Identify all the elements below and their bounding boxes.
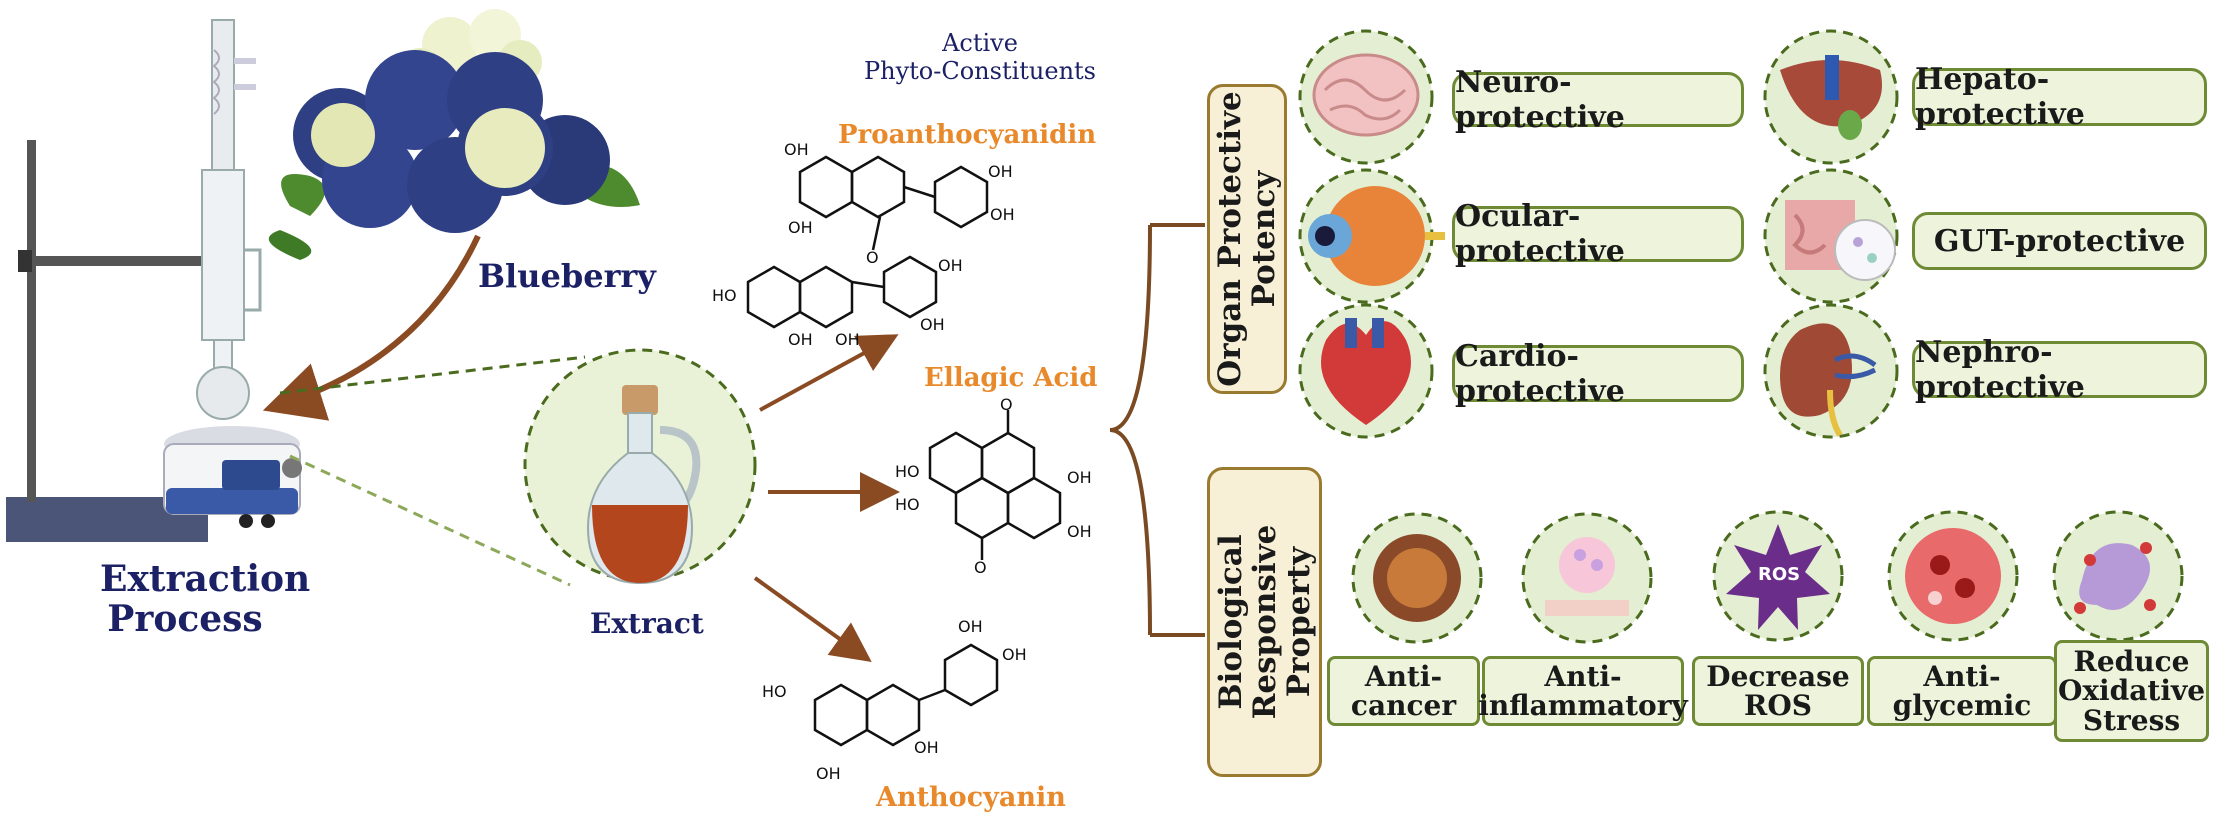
atom-ho: HO [762, 682, 787, 701]
bio-line: Decrease [1706, 659, 1850, 693]
extraction-title: Extraction Process [100, 558, 311, 640]
active-title-line2: Phyto-Constituents [864, 56, 1096, 85]
atom-o: O [974, 558, 987, 577]
atom-oh: OH [1002, 645, 1027, 664]
blueberry-icon [268, 9, 640, 260]
arrow-anthocyanin [753, 576, 872, 663]
blood-cell-icon [1905, 528, 2001, 624]
bio-label-line3: Property [1280, 546, 1317, 698]
atom-oh: OH [788, 330, 813, 349]
atom-oh: OH [835, 330, 860, 349]
atom-oh: OH [1067, 468, 1092, 487]
anti-glycemic-box: Anti-glycemic [1867, 656, 2057, 726]
arrow-proanthocyanidin [759, 334, 899, 412]
brain-icon [1312, 53, 1420, 137]
atom-oh: OH [958, 617, 983, 636]
atom-ho: HO [895, 495, 920, 514]
bio-label-line2: Responsive [1246, 524, 1283, 720]
atom-oh: OH [816, 764, 841, 783]
atom-oh: OH [784, 140, 809, 159]
proanthocyanidin-structure [746, 155, 989, 329]
eye-icon [1308, 186, 1445, 286]
organ-label-line1: Organ Protective [1211, 91, 1248, 387]
ellagic-acid-label: Ellagic Acid [924, 363, 1098, 393]
anti-inflammatory-box: Anti-inflammatory [1478, 656, 1688, 726]
atom-o: O [866, 248, 879, 267]
gut-icon [1785, 200, 1896, 281]
ros-star-icon [1726, 524, 1830, 630]
ocular-protective-box: Ocular-protective [1452, 199, 1744, 269]
extract-bottle-icon [586, 385, 701, 585]
atom-oh: OH [1067, 522, 1092, 541]
hepato-protective-box: Hepato-protective [1912, 62, 2207, 132]
inflammation-icon [1545, 537, 1629, 616]
atom-oh: OH [788, 218, 813, 237]
bio-line: Anti- [1923, 659, 2001, 693]
blueberry-arrow [262, 234, 481, 421]
bio-line: ROS [1744, 689, 1812, 722]
soxhlet-apparatus-icon [6, 19, 302, 542]
atom-ho: HO [895, 462, 920, 481]
atom-oh: OH [990, 205, 1015, 224]
organ-label-text: Organ Protective Potency [1211, 91, 1282, 387]
cardio-protective-box: Cardio-protective [1452, 339, 1744, 409]
bio-line: Oxidative [2057, 674, 2206, 708]
ros-badge-text: ROS [1758, 564, 1801, 585]
proanthocyanidin-label: Proanthocyanidin [838, 120, 1097, 150]
anti-cancer-box: Anti-cancer [1327, 656, 1480, 726]
oxidative-cell-icon [2074, 542, 2156, 614]
main-brace [1109, 224, 1152, 636]
liver-icon [1780, 55, 1882, 140]
bio-line: Reduce [2073, 644, 2190, 678]
organ-label-line2: Potency [1246, 170, 1282, 308]
extract-label: Extract [590, 607, 704, 640]
kidney-icon [1780, 323, 1877, 437]
anthocyanin-label: Anthocyanin [876, 782, 1066, 813]
neuro-protective-box: Neuro-protective [1452, 65, 1744, 135]
bio-label-line1: Biological [1212, 534, 1249, 710]
organ-protective-label: Organ Protective Potency [1207, 84, 1287, 394]
heart-icon [1321, 318, 1411, 425]
bio-line: inflammatory [1478, 689, 1688, 722]
atom-o: O [1000, 395, 1013, 414]
atom-oh: OH [920, 315, 945, 334]
atom-ho: HO [712, 286, 737, 305]
extraction-line2: Process [107, 597, 263, 640]
active-title-line1: Active [942, 29, 1018, 57]
bio-line: glycemic [1892, 689, 2032, 722]
connector-top [279, 355, 586, 395]
ellagic-acid-structure [928, 410, 1062, 560]
bio-line: Anti- [1544, 659, 1622, 693]
atom-oh: OH [988, 162, 1013, 181]
extraction-line1: Extraction [100, 558, 311, 600]
atom-oh: OH [914, 738, 939, 757]
gut-protective-box: GUT-protective [1912, 212, 2207, 270]
blueberry-label: Blueberry [478, 257, 656, 295]
cancer-cell-icon [1373, 534, 1461, 622]
nephro-protective-box: Nephro-protective [1912, 335, 2207, 405]
active-phyto-title: Active Phyto-Constituents [860, 29, 1100, 85]
anthocyanin-structure [813, 643, 999, 747]
bio-line: Stress [2082, 703, 2181, 737]
bio-line: Anti- [1364, 659, 1443, 693]
bio-line: cancer [1350, 689, 1457, 722]
atom-oh: OH [938, 256, 963, 275]
bio-label-text: Biological Responsive Property [1212, 524, 1317, 720]
biological-property-label: Biological Responsive Property [1207, 467, 1322, 777]
connector-bottom [289, 454, 571, 587]
